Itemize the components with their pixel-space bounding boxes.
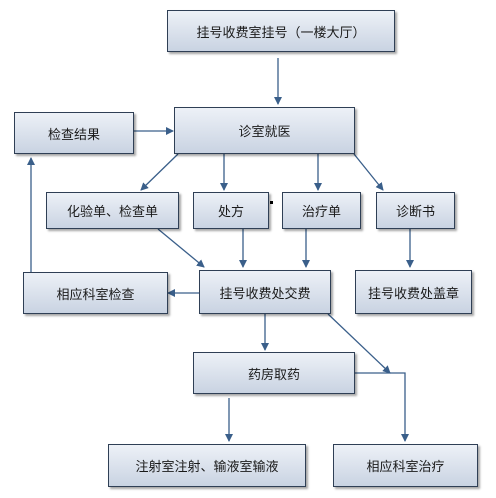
node-payment: 挂号收费处交费 [199, 270, 331, 314]
arrow-lab-forms-to-payment [157, 228, 205, 268]
node-diagnosis-cert: 诊断书 [376, 192, 455, 229]
node-treatment-form: 治疗单 [282, 192, 361, 229]
arrow-pharmacy-to-dept-treatment [355, 372, 409, 442]
node-registration: 挂号收费室挂号（一楼大厅） [167, 10, 395, 52]
arrow-consultation-to-lab-forms [140, 153, 179, 191]
node-dept-exam: 相应科室检查 [23, 272, 168, 314]
node-lab-forms: 化验单、检查单 [46, 192, 179, 229]
node-stamp: 挂号收费处盖章 [355, 270, 472, 314]
node-injection: 注射室注射、输液室输液 [108, 444, 306, 487]
node-consultation: 诊室就医 [174, 107, 355, 154]
stray-dot [270, 201, 273, 204]
node-pharmacy: 药房取药 [193, 352, 355, 394]
node-prescription: 处方 [193, 192, 269, 229]
arrow-payment-to-dept-treatment [327, 313, 391, 374]
node-exam-results: 检查结果 [14, 112, 134, 154]
node-dept-treatment: 相应科室治疗 [333, 444, 478, 487]
arrow-consultation-to-diagnosis [353, 153, 384, 191]
